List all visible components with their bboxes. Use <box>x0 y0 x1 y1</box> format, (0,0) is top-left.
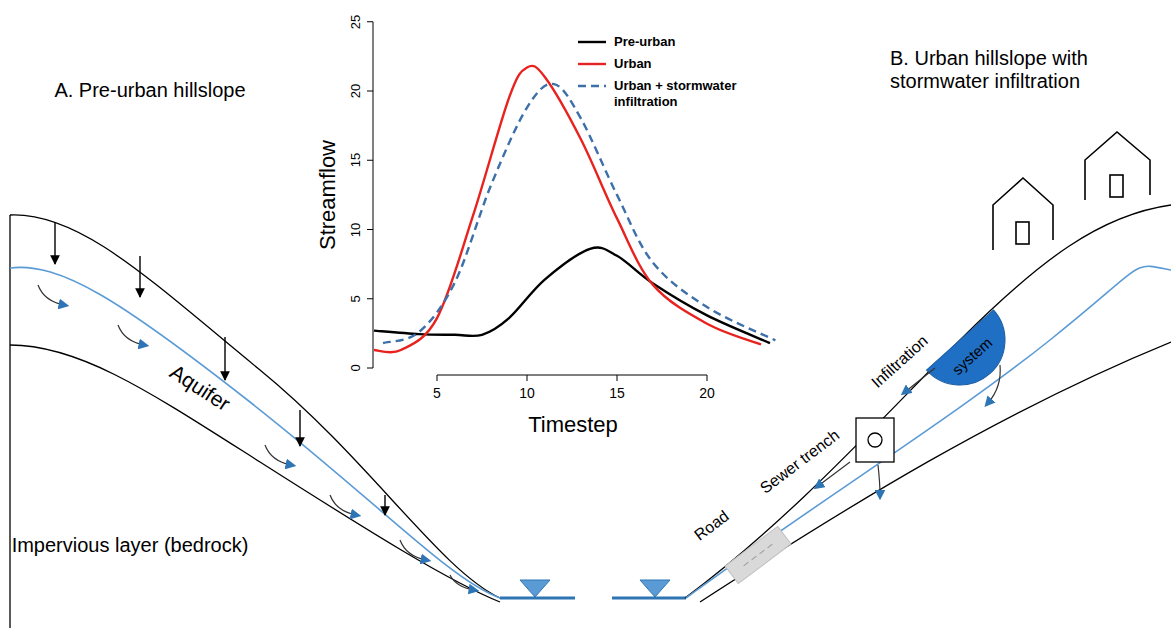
tick <box>527 375 528 381</box>
layer-label: Impervious layer (bedrock) <box>12 534 249 557</box>
streamflow-curve <box>374 66 761 353</box>
tick <box>707 375 708 381</box>
panel-title: B. Urban hillslope with stormwater infil… <box>890 47 1130 93</box>
tick <box>617 375 618 381</box>
tick-label: 25 <box>349 15 364 29</box>
hillslope-b <box>685 205 1171 602</box>
part-label: Road <box>691 507 733 545</box>
recharge-arrows <box>55 222 385 515</box>
y-axis <box>373 22 374 368</box>
tick <box>367 21 373 22</box>
tick <box>367 298 373 299</box>
stream <box>500 580 686 598</box>
road-symbol <box>725 526 791 583</box>
panel-title: A. Pre-urban hillslope <box>54 79 245 102</box>
hydrograph-chart <box>367 22 775 381</box>
exfiltration-arrows <box>818 365 1000 495</box>
tick <box>367 229 373 230</box>
legend-sample <box>578 63 606 65</box>
tick-label: 15 <box>609 385 625 401</box>
part-label: Sewer trench <box>757 426 843 497</box>
house-symbols <box>993 132 1150 250</box>
axis-title: Streamflow <box>315 140 340 250</box>
layer-label: Aquifer <box>166 360 235 416</box>
tick <box>367 160 373 161</box>
tick-label: 10 <box>349 222 364 236</box>
sewer-trench <box>856 418 894 462</box>
tick <box>437 375 438 381</box>
legend-text: Urban + stormwater infiltration <box>614 78 759 109</box>
road-marking <box>744 544 773 566</box>
water-table <box>10 267 500 598</box>
hillslope-a <box>10 215 500 628</box>
infiltration-system <box>927 310 1024 404</box>
legend-text: Urban <box>614 56 759 72</box>
water-table <box>686 266 1171 598</box>
tick <box>367 91 373 92</box>
tick-label: 20 <box>349 84 364 98</box>
axis-title: Timestep <box>528 412 618 437</box>
streamflow-curve <box>383 84 775 343</box>
tick-label: 10 <box>519 385 535 401</box>
tick <box>367 368 373 369</box>
tick-label: 0 <box>349 364 364 371</box>
legend-text: Pre-urban <box>614 34 759 50</box>
legend-sample <box>578 41 606 43</box>
legend-sample <box>578 85 606 87</box>
tick-label: 5 <box>433 385 441 401</box>
streamflow-curve <box>374 248 770 344</box>
tick-label: 15 <box>349 153 364 167</box>
x-axis <box>437 375 707 376</box>
tick-label: 20 <box>699 385 715 401</box>
part-label: Infiltration <box>868 332 932 392</box>
tick-label: 5 <box>349 295 364 302</box>
